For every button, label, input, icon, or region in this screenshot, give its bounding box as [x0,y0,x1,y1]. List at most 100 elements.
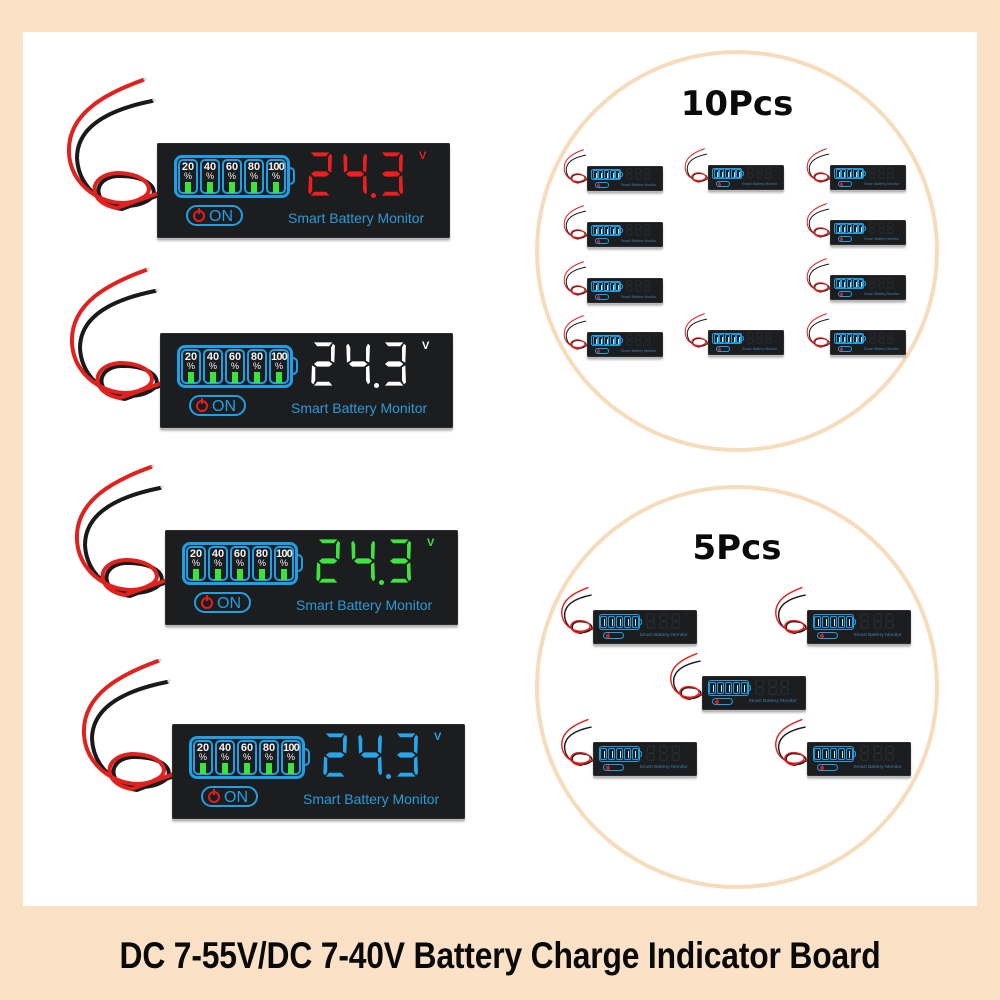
digit-2 [887,277,894,289]
cell-level-bar [601,229,602,235]
power-icon-stem [716,699,718,702]
cell-level-bar [618,285,619,291]
battery-cell-80 [623,747,631,761]
battery-terminal-icon [864,281,866,286]
power-icon-stem [821,765,823,768]
battery-cell-40 [841,169,847,178]
battery-cell-20 [835,279,841,288]
battery-cell-20 [713,169,719,178]
battery-cell-60 [846,169,852,178]
battery-cell-80 [609,336,615,345]
battery-cell-100 [736,169,742,178]
cell-level-bar [185,182,191,193]
battery-cell-40 [841,279,847,288]
cell-level-bar [739,337,740,343]
battery-cell-20 [713,334,719,343]
decimal-point [885,232,887,235]
cell-level-bar [844,172,845,178]
digit-0 [869,222,876,234]
digit-2 [780,679,790,695]
battery-cell-20 [600,615,608,629]
brand-label: Smart Battery Monitor [620,182,657,187]
digit-0 [311,342,335,386]
cell-level-bar [606,285,608,291]
cell-percent-label: 40 [203,161,217,173]
cell-level-bar [861,337,862,343]
decimal-point [763,342,765,345]
voltage-unit-label: V [419,150,427,162]
cell-level-bar [601,285,602,291]
power-on-indicator [712,698,733,706]
battery-terminal-icon [854,750,856,757]
cell-level-bar [254,372,260,383]
cell-percent-unit: % [271,171,280,181]
power-icon-stem [213,789,215,795]
cell-level-bar [733,172,735,178]
power-icon-stem [607,633,609,636]
battery-terminal-icon [864,226,866,231]
decimal-point [885,342,887,345]
power-icon-stem [598,295,600,297]
cell-percent-label: 60 [240,742,254,754]
battery-cell-40 [598,226,604,235]
battery-terminal-icon [742,336,744,341]
cell-level-bar [612,751,613,758]
cell-percent-unit: % [257,558,266,568]
battery-cell-40 [822,747,830,761]
battery-terminal-icon [293,357,298,375]
brand-label: Smart Battery Monitor [863,291,900,296]
voltage-unit-label: V [434,731,442,743]
cell-level-bar [855,227,857,233]
digit-2 [389,539,411,583]
battery-cell-40 [608,615,616,629]
digit-2 [644,224,651,236]
cell-percent-label: 40 [206,351,220,363]
battery-cell-60 [724,169,730,178]
battery-cell-40: 40% [200,159,220,194]
cell-level-bar [604,751,605,758]
cell-level-bar [838,227,840,233]
digit-0 [747,167,754,179]
decimal-point [642,234,644,237]
battery-cell-40 [822,615,830,629]
voltage-unit-label: V [899,743,903,749]
cell-level-bar [612,339,614,345]
digit-2 [887,222,894,234]
battery-cell-100 [858,279,864,288]
battery-cell-80 [852,169,858,178]
cell-percent-label: 100 [283,742,300,754]
cell-percent-label: 60 [225,161,239,173]
battery-cell-80 [852,279,858,288]
power-icon-stem [841,347,843,349]
cell-level-bar [727,337,729,343]
cell-level-bar [229,182,235,193]
battery-cell-60 [846,224,852,233]
digit-1 [756,167,763,179]
cell-level-bar [844,337,845,343]
on-label: ON [212,397,236,415]
battery-cell-40 [719,334,725,343]
decimal-point [371,193,377,198]
battery-cell-80 [732,681,740,695]
battery-cell-100 [615,170,621,179]
power-icon-stem [841,237,843,239]
decimal-point [642,178,644,181]
cell-percent-label: 60 [228,351,242,363]
decimal-point [379,580,385,585]
cell-level-bar [595,285,597,291]
battery-cell-100 [615,336,621,345]
digit-0 [316,539,340,583]
battery-terminal-icon [621,228,623,233]
battery-terminal-icon [640,750,642,757]
cell-level-bar [627,619,629,626]
cell-level-bar [744,685,746,692]
cell-level-bar [713,685,714,692]
cell-level-bar [841,751,843,758]
cell-percent-label: 80 [255,548,269,560]
